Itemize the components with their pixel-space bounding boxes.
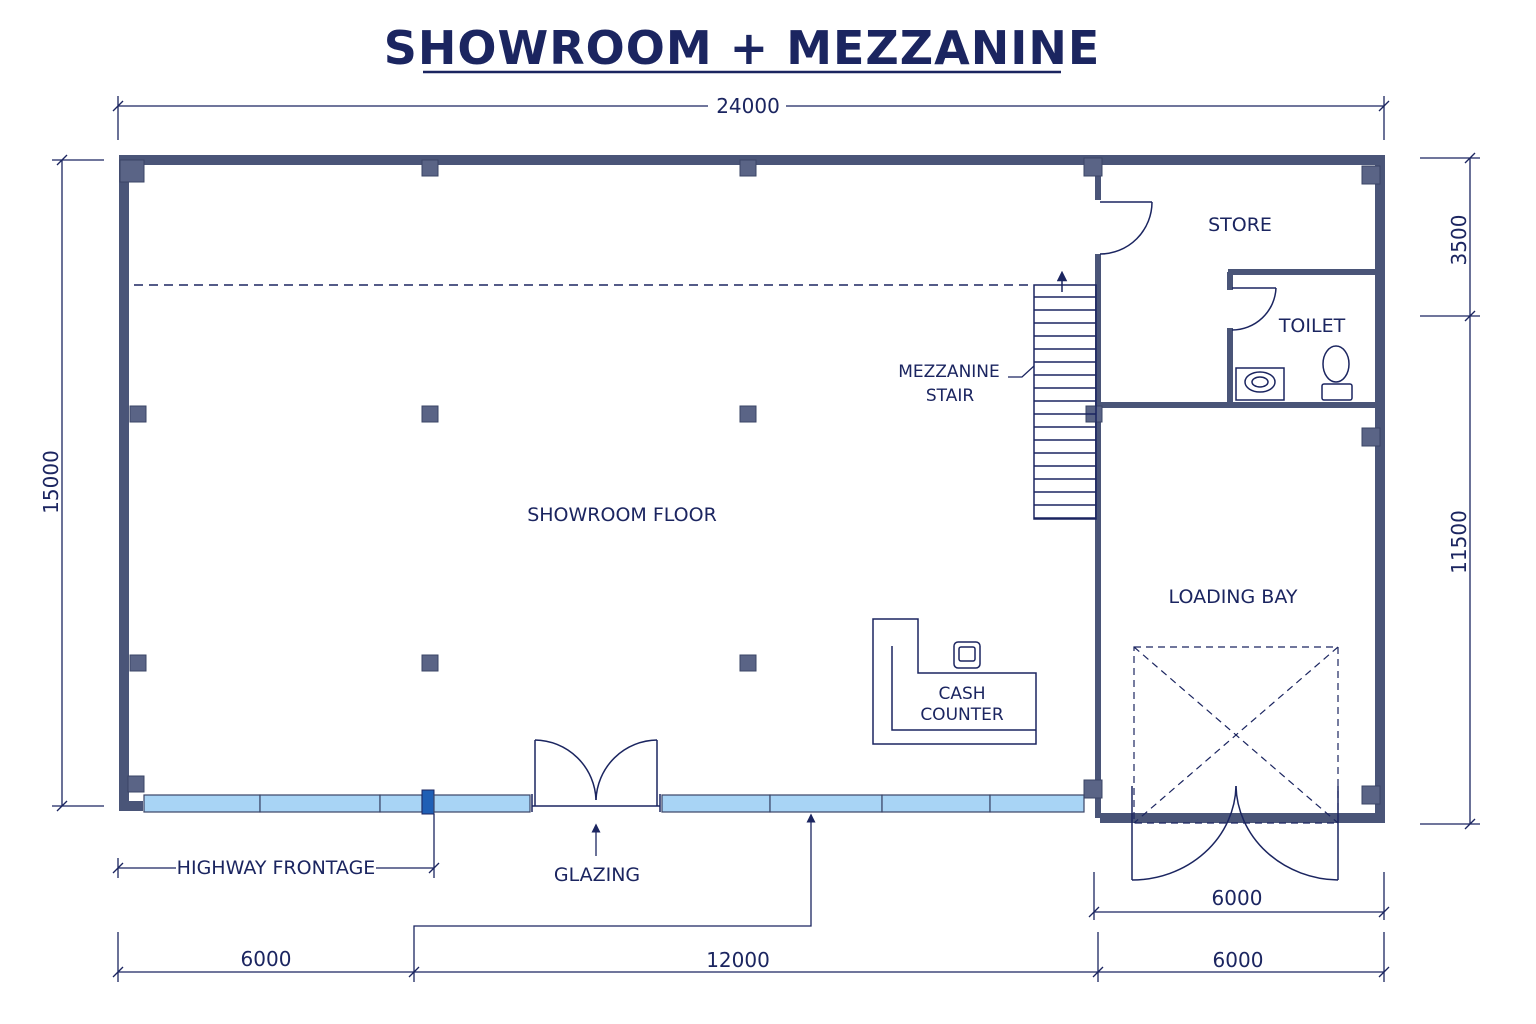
- cash-counter: [872, 618, 1037, 745]
- mezzanine-stair: [1033, 270, 1097, 520]
- dimension-label: 12000: [706, 948, 770, 972]
- loading-bay-door: [1131, 785, 1339, 881]
- counter-label: CASH: [938, 684, 985, 704]
- room-label-store: STORE: [1208, 214, 1272, 236]
- dimension-label: 6000: [1213, 948, 1264, 972]
- dimension-label: 6000: [1212, 886, 1263, 910]
- dimension-label-store: 3500: [1447, 215, 1471, 266]
- dimension-label: 24000: [716, 94, 780, 118]
- svg-text:GLAZING: GLAZING: [554, 864, 640, 886]
- frontage-annotation: HIGHWAY FRONTAGE: [112, 814, 440, 879]
- glazing-panels: [143, 789, 1085, 815]
- room-label-loading-bay: LOADING BAY: [1169, 586, 1298, 608]
- room-label-toilet: TOILET: [1278, 315, 1346, 337]
- plan-title: SHOWROOM + MEZZANINE: [384, 21, 1101, 75]
- glazing-annotation: GLAZING: [413, 813, 816, 928]
- dimension-label: 6000: [241, 947, 292, 971]
- structural-columns: [119, 157, 1381, 805]
- stair-leader-line: [1008, 365, 1035, 378]
- dimension-loading-door: 6000: [1088, 872, 1390, 920]
- dimension-label: 15000: [39, 450, 63, 514]
- store-door: [1099, 201, 1153, 255]
- dimension-overall-depth: 15000: [39, 154, 104, 812]
- stair-label: STAIR: [926, 386, 974, 406]
- svg-text:HIGHWAY FRONTAGE: HIGHWAY FRONTAGE: [177, 857, 376, 879]
- exterior-walls: [119, 155, 1385, 823]
- toilet-door: [1231, 287, 1277, 331]
- room-label-showroom: SHOWROOM FLOOR: [527, 504, 717, 526]
- toilet-icon: [1321, 345, 1353, 401]
- stair-label: MEZZANINE: [898, 362, 1000, 382]
- entrance-double-door: [531, 739, 661, 812]
- dimension-right: 3500 11500: [1420, 152, 1480, 830]
- counter-label: COUNTER: [920, 705, 1004, 725]
- loading-bay-zone: [1133, 646, 1339, 824]
- dimension-overall-width: 24000: [112, 94, 1390, 140]
- dimension-label-loading: 11500: [1447, 510, 1471, 574]
- wash-basin-icon: [1235, 367, 1285, 401]
- dimension-bottom: 6000 12000 6000: [112, 928, 1390, 982]
